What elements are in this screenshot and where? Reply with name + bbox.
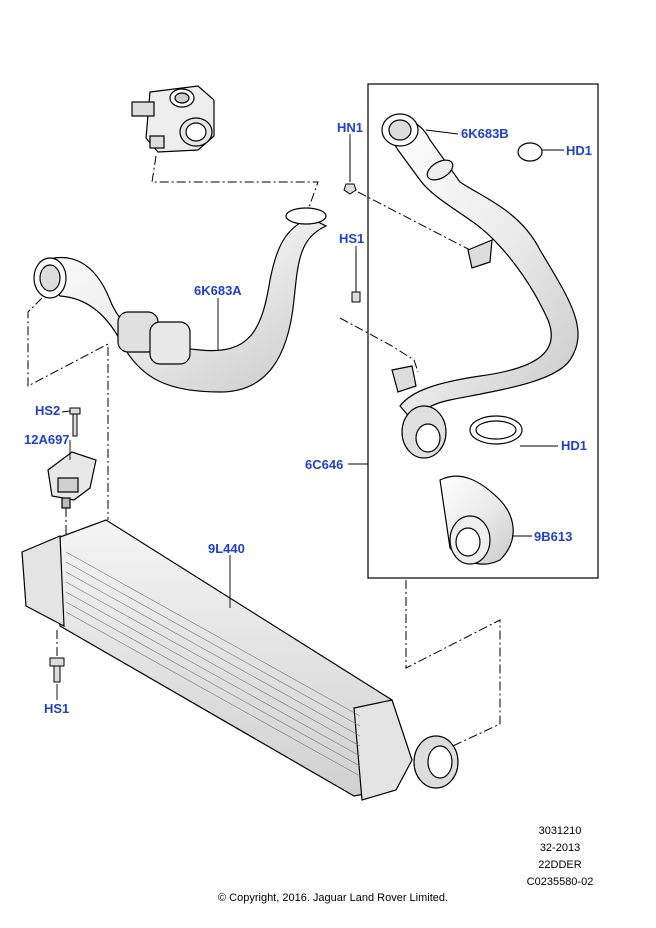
bolt-hs1-bottom (49, 657, 65, 683)
label-hs1-top[interactable]: HS1 (339, 231, 365, 246)
leader-lines (56, 129, 564, 700)
year-code: 32-2013 (539, 842, 581, 854)
label-12a697[interactable]: 12A697 (24, 432, 70, 447)
model-code: 22DDER (538, 859, 582, 871)
bolt-hs2 (69, 407, 81, 437)
intercooler-9l440 (21, 519, 459, 801)
connector-line (339, 317, 419, 373)
hose-6k683a (33, 207, 328, 393)
sensor-12a697 (47, 451, 97, 509)
clamp-hd1-bottom (469, 415, 523, 445)
label-hn1[interactable]: HN1 (337, 120, 364, 135)
connector-line (151, 155, 319, 211)
assembly-6c646-frame (367, 83, 599, 579)
bolt-hs1-top (351, 252, 361, 303)
drawing-id: C0235580-02 (526, 876, 594, 888)
label-9l440[interactable]: 9L440 (208, 541, 245, 556)
label-hd1-bottom[interactable]: HD1 (561, 438, 588, 453)
label-9b613[interactable]: 9B613 (534, 529, 573, 544)
copyright-notice: © Copyright, 2016. Jaguar Land Rover Lim… (218, 892, 449, 904)
label-6k683a[interactable]: 6K683A (194, 283, 242, 298)
connector-line (357, 191, 471, 251)
connector-line (27, 297, 109, 520)
label-6k683b[interactable]: 6K683B (461, 126, 509, 141)
label-hd1-top[interactable]: HD1 (566, 143, 593, 158)
hose-outlet (401, 405, 514, 565)
label-6c646[interactable]: 6C646 (305, 457, 344, 472)
ref-number: 3031210 (538, 825, 582, 837)
intercooler-fins (65, 551, 361, 777)
connector-line (405, 580, 501, 753)
label-hs2[interactable]: HS2 (35, 403, 61, 418)
throttle-body (131, 85, 215, 153)
nut-hn1 (343, 140, 357, 195)
label-hs1-bottom[interactable]: HS1 (44, 701, 70, 716)
hose-6k683b (381, 113, 579, 421)
